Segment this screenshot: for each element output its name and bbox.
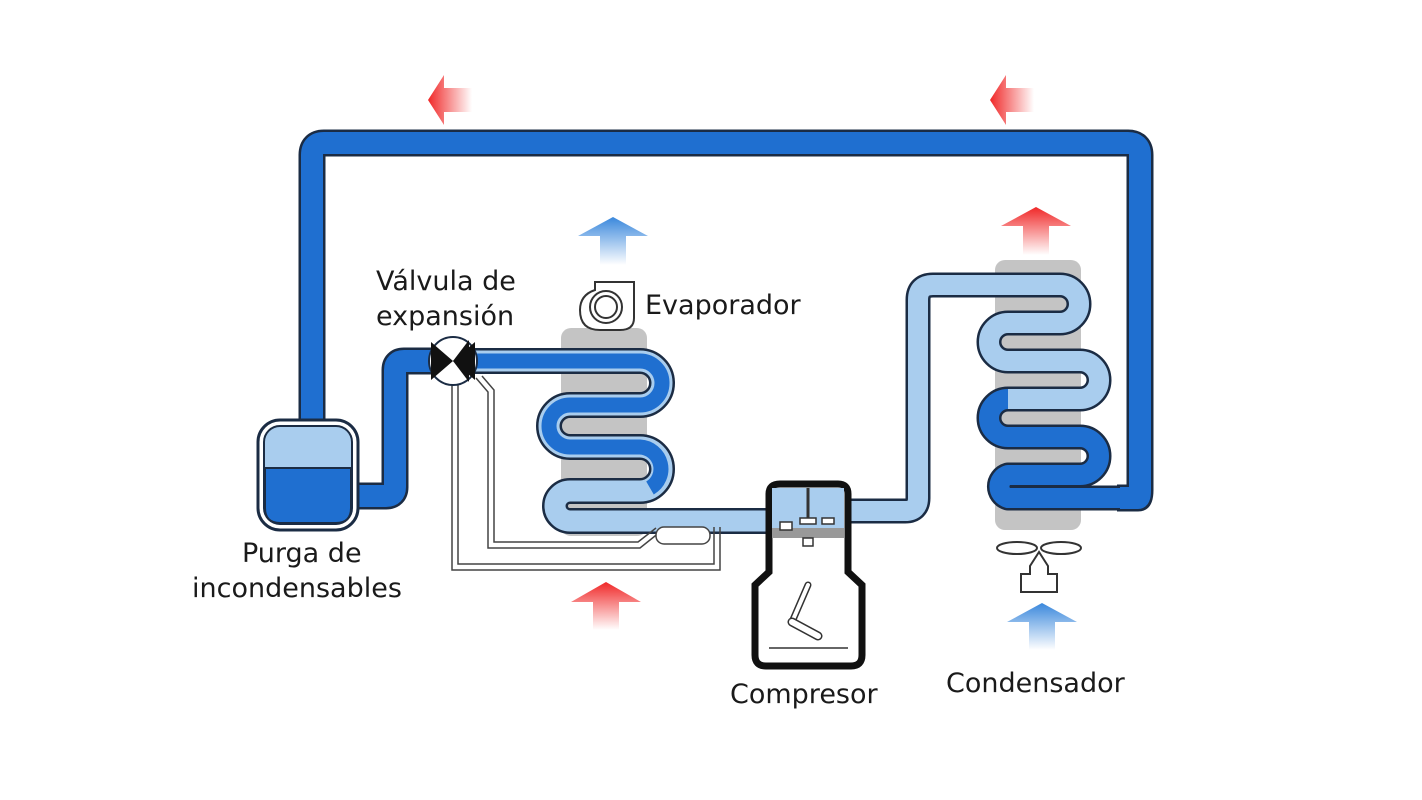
liquid-line-to-valve — [355, 347, 440, 510]
cold-air-arrow-condenser-in — [1007, 603, 1077, 650]
expansion-valve-icon — [428, 336, 478, 386]
hot-air-arrow-top-left — [428, 75, 472, 125]
purge-label-line2: incondensables — [192, 573, 402, 604]
condenser-label: Condensador — [946, 668, 1126, 699]
expansion-valve-label-line1: Válvula de — [376, 266, 516, 297]
evaporator-label: Evaporador — [645, 290, 802, 321]
hot-air-arrow-condenser-out — [1001, 207, 1071, 255]
hot-air-arrow-evaporator-in — [571, 582, 641, 630]
cold-air-arrow-evaporator-out — [578, 217, 648, 265]
evaporator-fan-icon — [578, 281, 635, 331]
hot-air-arrow-top-right — [990, 75, 1034, 125]
purge-label-line1: Purga de — [242, 538, 362, 569]
condenser-fan-icon — [996, 541, 1082, 593]
vapor-line-to-condenser — [840, 272, 1120, 524]
expansion-valve-label-line2: expansión — [376, 301, 514, 332]
evaporator-coil — [455, 348, 780, 534]
sensing-bulb-lines — [451, 375, 721, 571]
compressor-icon — [751, 480, 866, 670]
purge-tank — [256, 418, 360, 532]
compressor-label: Compresor — [730, 679, 879, 710]
liquid-line-top-loop — [298, 129, 1154, 512]
